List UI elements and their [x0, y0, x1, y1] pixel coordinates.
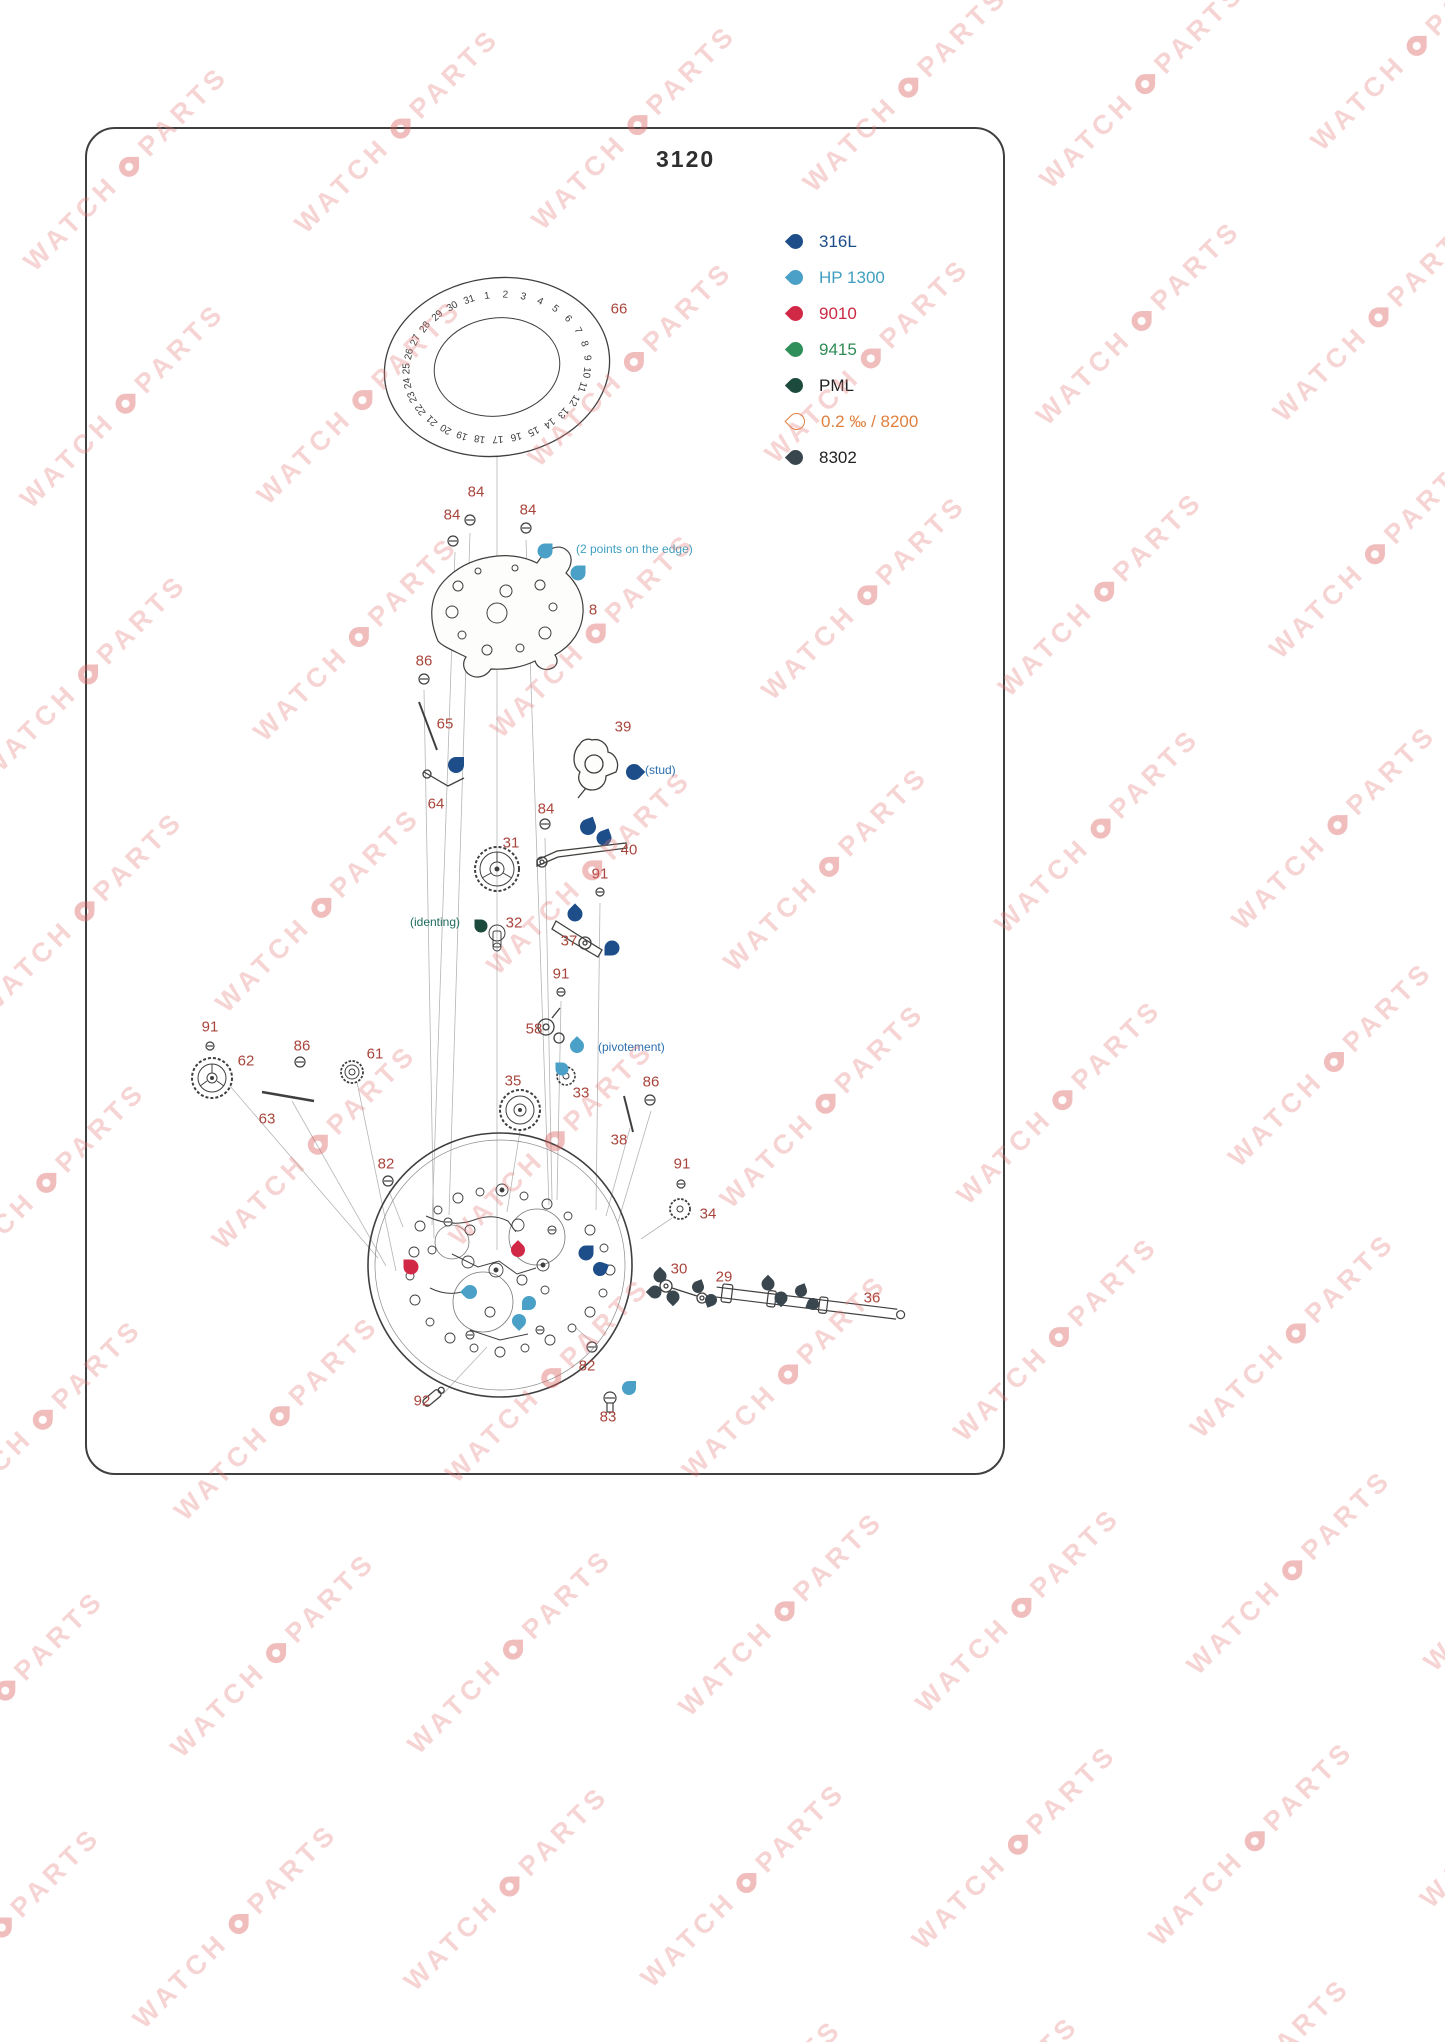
- legend-item: 9010: [784, 302, 918, 325]
- date-ring-number: 25: [401, 363, 412, 375]
- legend-label: PML: [819, 375, 854, 395]
- oil-drop-icon: [784, 374, 807, 397]
- date-ring-number: 7: [571, 326, 584, 336]
- legend-item: 8302: [784, 446, 918, 469]
- oil-drop-icon: [784, 446, 807, 469]
- date-ring-number: 21: [424, 412, 440, 428]
- page-title: 3120: [656, 146, 716, 172]
- date-ring-number: 15: [526, 423, 541, 438]
- date-ring-number: 18: [473, 432, 486, 445]
- date-ring-number: 24: [402, 376, 415, 389]
- date-ring-number: 13: [555, 405, 571, 421]
- legend-item: 9415: [784, 338, 918, 361]
- legend-label: 9010: [819, 303, 857, 323]
- date-ring-number: 2: [502, 289, 509, 300]
- date-ring-number: 20: [438, 421, 454, 436]
- date-ring-number: 5: [549, 303, 561, 315]
- legend-label: 316L: [819, 231, 857, 251]
- date-ring-number: 1: [484, 290, 491, 302]
- legend-label: HP 1300: [819, 267, 885, 287]
- date-ring-number: 28: [417, 319, 433, 335]
- date-ring-number: 23: [405, 389, 420, 404]
- oil-drop-icon: [784, 230, 807, 253]
- date-ring-number: 4: [535, 296, 545, 309]
- legend-item: PML: [784, 374, 918, 397]
- legend-label: 8302: [819, 447, 857, 467]
- date-ring-number: 17: [492, 433, 504, 444]
- date-ring-number: 29: [430, 308, 446, 324]
- date-ring-number: 27: [408, 333, 423, 348]
- date-ring-number: 11: [575, 380, 589, 394]
- legend-item: 0.2 ‰ / 8200: [784, 409, 919, 434]
- screws: [205, 514, 686, 1413]
- winding-stem-drawing: [715, 1283, 906, 1320]
- date-ring-number: 26: [403, 347, 416, 361]
- bridge-drawing: [431, 546, 584, 678]
- oil-drop-icon: [784, 338, 807, 361]
- oil-drop-icon: [784, 409, 809, 434]
- date-ring-number: 16: [509, 429, 523, 442]
- date-ring-number: 8: [578, 340, 590, 349]
- date-ring-number: 22: [413, 401, 429, 417]
- date-ring-number: 31: [462, 293, 477, 307]
- legend-label: 0.2 ‰ / 8200: [821, 411, 919, 431]
- oil-drop-icon: [784, 302, 807, 325]
- legend-item: HP 1300: [784, 266, 918, 289]
- date-ring-number: 14: [541, 415, 557, 431]
- date-ring-number: 12: [566, 393, 581, 408]
- main-plate-drawing: [367, 1132, 633, 1398]
- small-parts: [261, 701, 708, 1407]
- gears: [191, 846, 691, 1220]
- oil-drop-icon: [784, 266, 807, 289]
- date-ring-number: 10: [580, 366, 592, 379]
- legend-label: 9415: [819, 339, 857, 359]
- date-ring-number: 30: [445, 299, 461, 314]
- date-ring-number: 3: [519, 291, 528, 303]
- date-ring-number: 9: [581, 355, 592, 362]
- legend-item: 316L: [784, 230, 918, 253]
- date-ring-number: 6: [562, 313, 574, 325]
- date-ring-number: 19: [455, 428, 470, 442]
